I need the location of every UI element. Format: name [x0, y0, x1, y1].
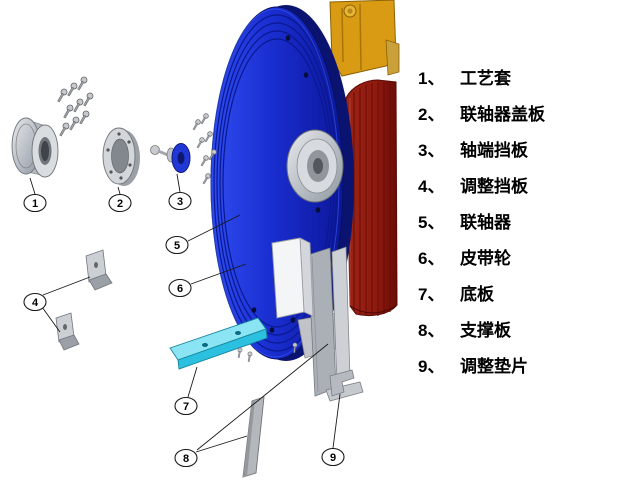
- legend-item-number: 7、: [418, 284, 445, 304]
- leader-line: [187, 366, 198, 398]
- terminal-box-orange: [329, 0, 400, 77]
- legend-item: 9、 调整垫片: [418, 346, 614, 382]
- balloon-number: 1: [32, 198, 38, 210]
- motor-ribs: [353, 82, 391, 316]
- exploded-view-diagram: 1 2 3 4 5 6 7 8: [11, 0, 400, 478]
- callout-balloon-6: 6: [168, 278, 192, 298]
- screw-icon: [61, 103, 75, 120]
- bottom-plate-cyan: [169, 317, 268, 370]
- legend-item: 5、 联轴器: [418, 202, 614, 238]
- screw-icon: [203, 130, 214, 144]
- screw-cluster-left: [55, 75, 95, 138]
- adjust-baffle-bracket-upper: [85, 249, 113, 291]
- legend-item: 1、 工艺套: [418, 58, 614, 94]
- screw-icon: [199, 112, 210, 126]
- shaft-end-baffle: [150, 143, 191, 173]
- leader-line: [190, 263, 247, 285]
- leader-line: [196, 343, 329, 451]
- support-plate-thin: [242, 396, 265, 478]
- legend-item: 2、 联轴器盖板: [418, 94, 614, 130]
- legend-item-label: 调整挡板: [460, 176, 528, 196]
- screw-icon: [201, 172, 212, 186]
- adjust-baffle-bracket-lower: [55, 312, 80, 351]
- balloon-number: 6: [177, 283, 183, 295]
- leader-line: [42, 276, 91, 296]
- screw-icon: [246, 351, 253, 363]
- screw-icon: [195, 136, 206, 150]
- legend-item-number: 2、: [418, 104, 445, 124]
- legend-item-label: 轴端挡板: [460, 140, 528, 160]
- legend-item: 8、 支撑板: [418, 310, 614, 346]
- callout-balloon-2: 2: [108, 193, 132, 213]
- screw-icon: [65, 81, 79, 98]
- leader-line: [117, 186, 121, 195]
- screw-icon: [71, 97, 85, 114]
- balloon-number: 2: [117, 198, 123, 210]
- balloon-number: 3: [177, 196, 183, 208]
- legend-item-label: 支撑板: [460, 320, 511, 340]
- legend-item-label: 联轴器: [460, 212, 511, 232]
- screw-icon: [77, 109, 91, 126]
- leader-line: [195, 435, 248, 453]
- legend-item-label: 调整垫片: [460, 356, 528, 376]
- process-sleeve: [11, 117, 59, 178]
- cover-bolt-holes: [106, 132, 132, 180]
- legend-item: 4、 调整挡板: [418, 166, 614, 202]
- balloon-number: 8: [183, 453, 189, 465]
- support-block-white: [271, 237, 314, 319]
- legend-item-number: 8、: [418, 320, 445, 340]
- motor-body: [345, 79, 398, 317]
- legend-item-label: 皮带轮: [460, 248, 511, 268]
- leader-line: [332, 393, 341, 449]
- legend-item-number: 1、: [418, 68, 445, 88]
- screw-icon: [236, 347, 243, 359]
- legend-item-number: 3、: [418, 140, 445, 160]
- leader-line: [187, 214, 241, 242]
- legend-item-number: 9、: [418, 356, 445, 376]
- coupling-hub: [286, 129, 344, 203]
- leader-line: [176, 173, 181, 193]
- screw-icon: [199, 154, 210, 168]
- legend-item: 7、 底板: [418, 274, 614, 310]
- adjust-shim-bracket: [325, 369, 364, 402]
- coupling-cover-plate: [102, 127, 140, 186]
- balloon-number: 7: [183, 401, 189, 413]
- leader-line: [29, 177, 36, 195]
- legend-item-label: 联轴器盖板: [460, 104, 545, 124]
- legend-item: 6、 皮带轮: [418, 238, 614, 274]
- callout-balloon-1: 1: [23, 193, 47, 213]
- callout-balloon-5: 5: [165, 235, 189, 255]
- parts-legend: 1、 工艺套 2、 联轴器盖板 3、 轴端挡板 4、 调整挡板 5、 联轴器 6…: [418, 58, 614, 382]
- screw-icon: [55, 87, 69, 104]
- callout-balloon-3: 3: [168, 191, 192, 211]
- callout-balloon-4: 4: [23, 292, 47, 312]
- legend-item-number: 4、: [418, 176, 445, 196]
- leader-line: [41, 306, 61, 333]
- balloon-number: 9: [330, 452, 336, 464]
- screw-icon: [67, 115, 81, 132]
- leader-lines: [29, 173, 341, 453]
- callout-balloon-9: 9: [321, 447, 345, 467]
- legend-item-number: 6、: [418, 248, 445, 268]
- balloon-number: 5: [174, 240, 180, 252]
- callout-balloon-7: 7: [174, 396, 198, 416]
- screw-icon: [75, 75, 89, 92]
- legend-item-label: 工艺套: [460, 68, 511, 88]
- screw-icon: [57, 121, 71, 138]
- legend-item: 3、 轴端挡板: [418, 130, 614, 166]
- legend-item-number: 5、: [418, 212, 445, 232]
- balloon-number: 4: [32, 297, 39, 309]
- legend-item-label: 底板: [460, 284, 494, 304]
- screw-icon: [191, 118, 202, 132]
- screw-icon: [81, 91, 95, 108]
- callout-balloon-8: 8: [174, 448, 198, 468]
